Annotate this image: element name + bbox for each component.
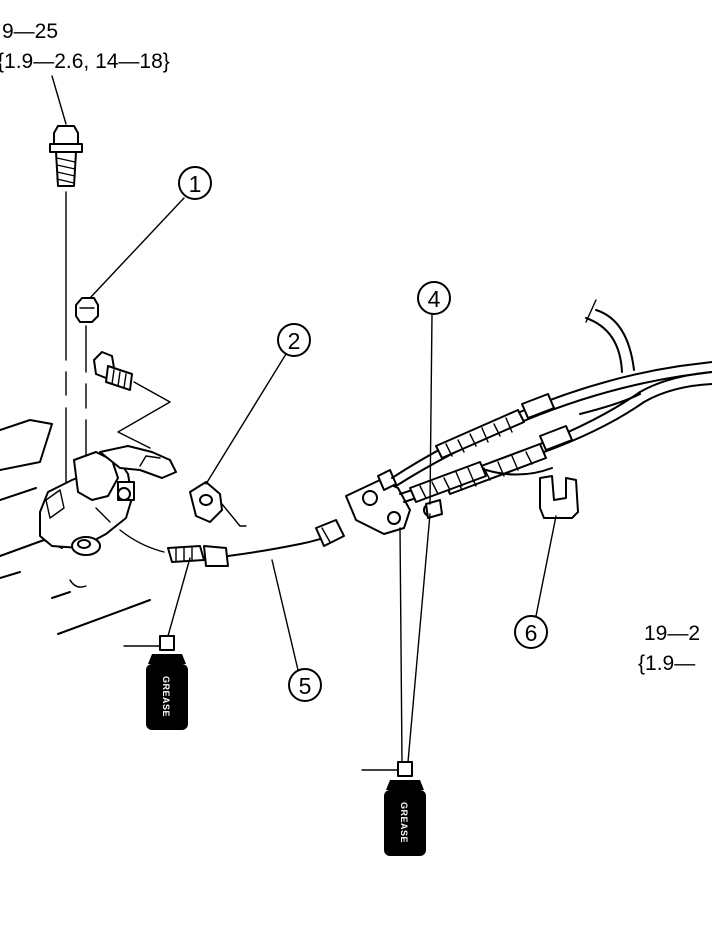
parking-brake-lever-bracket	[0, 419, 177, 635]
side-bolt	[93, 351, 133, 391]
callout-1-label: 1	[189, 171, 202, 197]
retaining-clip-part-6	[539, 475, 579, 519]
cable-end-part-2	[189, 481, 247, 527]
front-cable-part-5	[119, 519, 345, 567]
rear-cable-housing-arc	[585, 299, 635, 373]
grease-can-right: GREASE	[361, 761, 426, 856]
callout-6-label: 6	[525, 620, 538, 646]
callout-6: 6	[514, 515, 557, 649]
callout-1: 1	[89, 166, 212, 299]
torque-spec-top-left-line1: 9—25	[2, 20, 58, 43]
torque-spec-top-left: 9—25 {1.9—2.6, 14—18}	[0, 20, 170, 73]
grease-can-left-label: GREASE	[161, 676, 171, 717]
equalizer-joint	[345, 469, 437, 535]
grease-can-right-label: GREASE	[399, 802, 409, 843]
flange-bolt-top	[49, 125, 83, 187]
torque-leader-line	[51, 75, 67, 125]
callout-4-label: 4	[428, 286, 441, 312]
torque-spec-right: 19—2 {1.9—	[638, 622, 700, 675]
rear-cable-upper	[391, 361, 712, 487]
torque-spec-top-left-line2: {1.9—2.6, 14—18}	[0, 50, 170, 73]
callout-2-label: 2	[288, 328, 301, 354]
side-bolt-assembly-line	[117, 381, 171, 449]
grease-leader-right	[399, 513, 431, 763]
torque-spec-right-line1: 19—2	[644, 622, 700, 645]
callout-2: 2	[205, 323, 311, 485]
nut-part-1	[75, 297, 99, 323]
callout-5: 5	[271, 559, 322, 702]
callout-5-label: 5	[299, 673, 312, 699]
callout-4: 4	[417, 281, 451, 505]
grease-can-left: GREASE	[123, 635, 188, 730]
grease-leader-left	[167, 557, 191, 637]
rear-cable-middle	[409, 461, 553, 519]
torque-spec-right-line2: {1.9—	[638, 652, 695, 675]
